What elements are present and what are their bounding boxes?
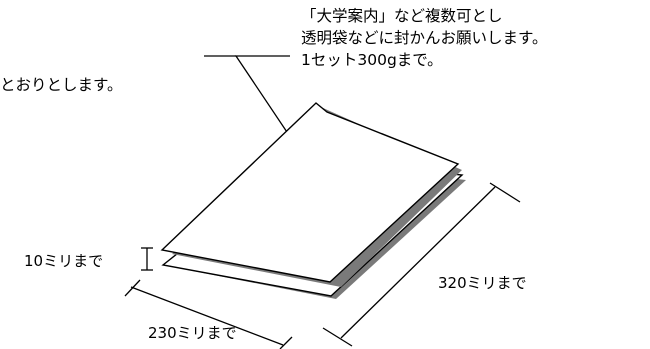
width-label: 230ミリまで (148, 324, 237, 342)
length-dimension (322, 182, 521, 347)
note-line-1: 「大学案内」など複数可とし (301, 7, 503, 25)
packaging-note: 「大学案内」など複数可とし 透明袋などに封かんお願いします。 1セット300gま… (301, 5, 547, 71)
note-line-2: 透明袋などに封かんお願いします。 (301, 29, 548, 47)
width-dimension (124, 279, 293, 349)
intro-text: とおりとします。 (0, 76, 123, 94)
thickness-label: 10ミリまで (24, 252, 104, 270)
thickness-marker (141, 247, 153, 271)
top-sheet (160, 102, 460, 283)
note-line-3: 1セット300gまで。 (301, 51, 443, 69)
length-label: 320ミリまで (438, 274, 527, 292)
